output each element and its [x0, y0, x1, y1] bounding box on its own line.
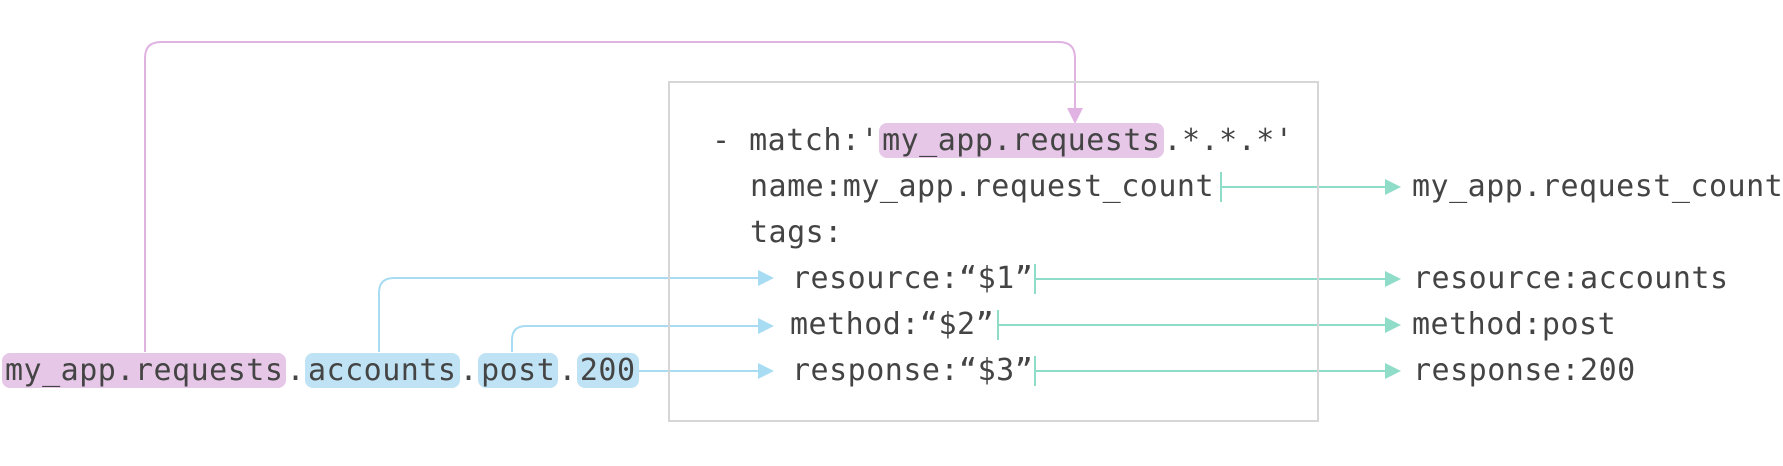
requests-to-match-connector: [144, 41, 1083, 352]
output-metric-name: my_app.request_count: [1412, 169, 1783, 204]
tags-line: tags:: [750, 215, 843, 250]
output-resource-tag: resource:accounts: [1413, 261, 1729, 296]
resource-tag-line: resource:“$1”: [792, 261, 1034, 296]
metric-segment-post: post: [478, 353, 559, 388]
metric-segment-accounts: accounts: [305, 353, 460, 388]
list-dash: -: [712, 123, 731, 158]
match-pattern-suffix: .*.*.*': [1163, 123, 1294, 158]
match-quote: ': [860, 123, 880, 158]
name-line: name:my_app.request_count: [750, 169, 1215, 204]
metric-name: my_app.requests.accounts.post.200: [2, 353, 639, 389]
metric-segment-requests: my_app.requests: [2, 353, 287, 388]
metric-dot: .: [459, 353, 479, 388]
accounts-to-resource-connector: [378, 270, 774, 352]
post-to-method-connector: [511, 318, 774, 352]
method-tag-line: method:“$2”: [790, 307, 995, 342]
match-line: - match:'my_app.requests.*.*.*': [712, 123, 1293, 159]
config-box: [668, 81, 1319, 422]
response-tag-line: response:“$3”: [792, 353, 1034, 388]
output-response-tag: response:200: [1413, 353, 1636, 388]
metric-dot: .: [558, 353, 577, 388]
metric-segment-status: 200: [576, 353, 639, 388]
match-key: match:: [749, 123, 861, 158]
output-method-tag: method:post: [1412, 307, 1617, 342]
metric-dot: .: [286, 353, 305, 388]
match-pattern-highlight: my_app.requests: [879, 123, 1164, 158]
